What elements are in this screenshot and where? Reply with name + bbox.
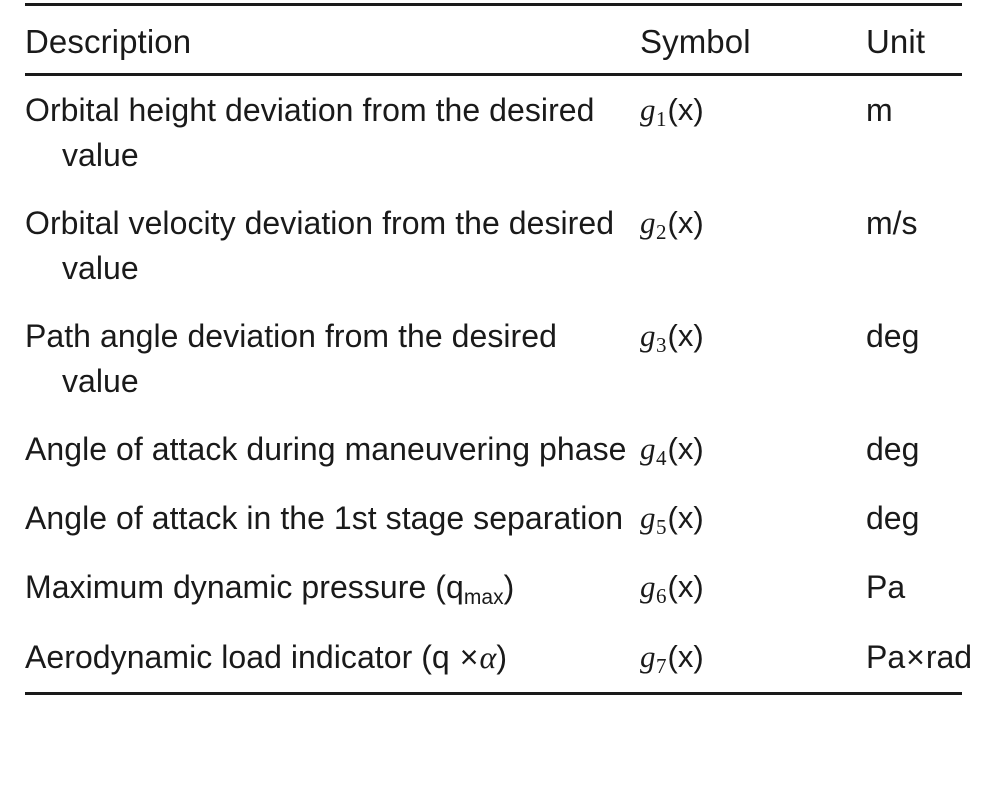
cell-symbol: g6(x) (640, 553, 866, 623)
symbol-base: g (640, 92, 656, 127)
alpha-symbol: α (479, 638, 497, 675)
symbol-argument: (x) (667, 499, 704, 535)
cell-unit: m/s (866, 204, 918, 241)
symbol-subscript: 2 (656, 220, 667, 245)
cell-unit: deg (866, 430, 920, 467)
unit-suffix: rad (925, 638, 973, 675)
table-row: Aerodynamic load indicator (q ×α) g7(x) … (25, 623, 972, 692)
table-row: Orbital velocity deviation from the desi… (25, 189, 962, 302)
cell-description: Aerodynamic load indicator (q ×α) (25, 623, 640, 692)
cell-unit: deg (866, 317, 920, 354)
symbol-subscript: 4 (656, 445, 667, 470)
column-header-description: Description (25, 23, 192, 60)
symbol-base: g (640, 499, 656, 535)
symbol-base: g (640, 638, 656, 674)
description-text: Maximum dynamic pressure (q (25, 568, 464, 605)
symbol-subscript: 5 (656, 515, 667, 540)
cell-unit: m (866, 92, 893, 128)
cell-description: Maximum dynamic pressure (qmax) (25, 553, 640, 623)
description-text-tail: ) (503, 568, 515, 605)
cell-unit: Pa×rad (866, 623, 972, 692)
symbol-argument: (x) (667, 317, 704, 353)
multiplication-sign: × (459, 638, 479, 675)
symbol-base: g (640, 430, 656, 466)
table-row: Angle of attack during maneuvering phase… (25, 415, 962, 484)
symbol-argument: (x) (667, 568, 704, 604)
symbol-argument: (x) (667, 92, 704, 127)
cell-description: Angle of attack in the 1st stage separat… (25, 499, 624, 536)
symbol-argument: (x) (667, 638, 704, 674)
symbol-argument: (x) (667, 204, 704, 240)
table-row: Orbital height deviation from the desire… (25, 76, 962, 189)
symbol-base: g (640, 317, 656, 353)
table-top-rule (25, 3, 962, 6)
table-body-wrapper: Orbital height deviation from the desire… (25, 76, 972, 692)
cell-symbol: g3(x) (640, 302, 866, 415)
cell-unit: Pa (866, 568, 906, 605)
table-bottom-rule (25, 691, 962, 695)
cell-description: Orbital velocity deviation from the desi… (25, 204, 615, 287)
symbol-base: g (640, 204, 656, 240)
column-header-unit: Unit (866, 23, 926, 60)
cell-description: Orbital height deviation from the desire… (25, 92, 595, 174)
symbol-subscript: 1 (656, 107, 667, 132)
symbol-subscript: 6 (656, 584, 667, 609)
cell-unit: deg (866, 499, 920, 536)
column-header-symbol: Symbol (640, 23, 751, 60)
symbol-subscript: 3 (656, 333, 667, 358)
table-row: Maximum dynamic pressure (qmax) g6(x) Pa (25, 553, 962, 623)
unit-prefix: Pa (866, 638, 906, 675)
table-row: Path angle deviation from the desired va… (25, 302, 962, 415)
symbol-base: g (640, 568, 656, 604)
cell-description: Path angle deviation from the desired va… (25, 317, 557, 400)
cell-symbol: g2(x) (640, 189, 866, 302)
constraint-table: Description Symbol Unit Orbital height d… (0, 3, 987, 808)
description-text-tail: ) (496, 638, 508, 675)
multiplication-sign: × (906, 638, 925, 675)
cell-symbol: g1(x) (640, 76, 866, 189)
description-text: Aerodynamic load indicator (q (25, 638, 459, 675)
cell-symbol: g5(x) (640, 484, 866, 553)
table: Description Symbol Unit (25, 6, 962, 73)
table-header-rule (25, 73, 962, 76)
table-body: Orbital height deviation from the desire… (25, 76, 972, 692)
description-subscript: max (463, 585, 504, 609)
symbol-argument: (x) (667, 430, 704, 466)
header-row: Description Symbol Unit (25, 6, 962, 73)
cell-symbol: g4(x) (640, 415, 866, 484)
table-row: Angle of attack in the 1st stage separat… (25, 484, 962, 553)
cell-description: Angle of attack during maneuvering phase (25, 430, 627, 467)
cell-symbol: g7(x) (640, 623, 866, 692)
symbol-subscript: 7 (656, 653, 667, 678)
table-header: Description Symbol Unit (25, 6, 962, 73)
